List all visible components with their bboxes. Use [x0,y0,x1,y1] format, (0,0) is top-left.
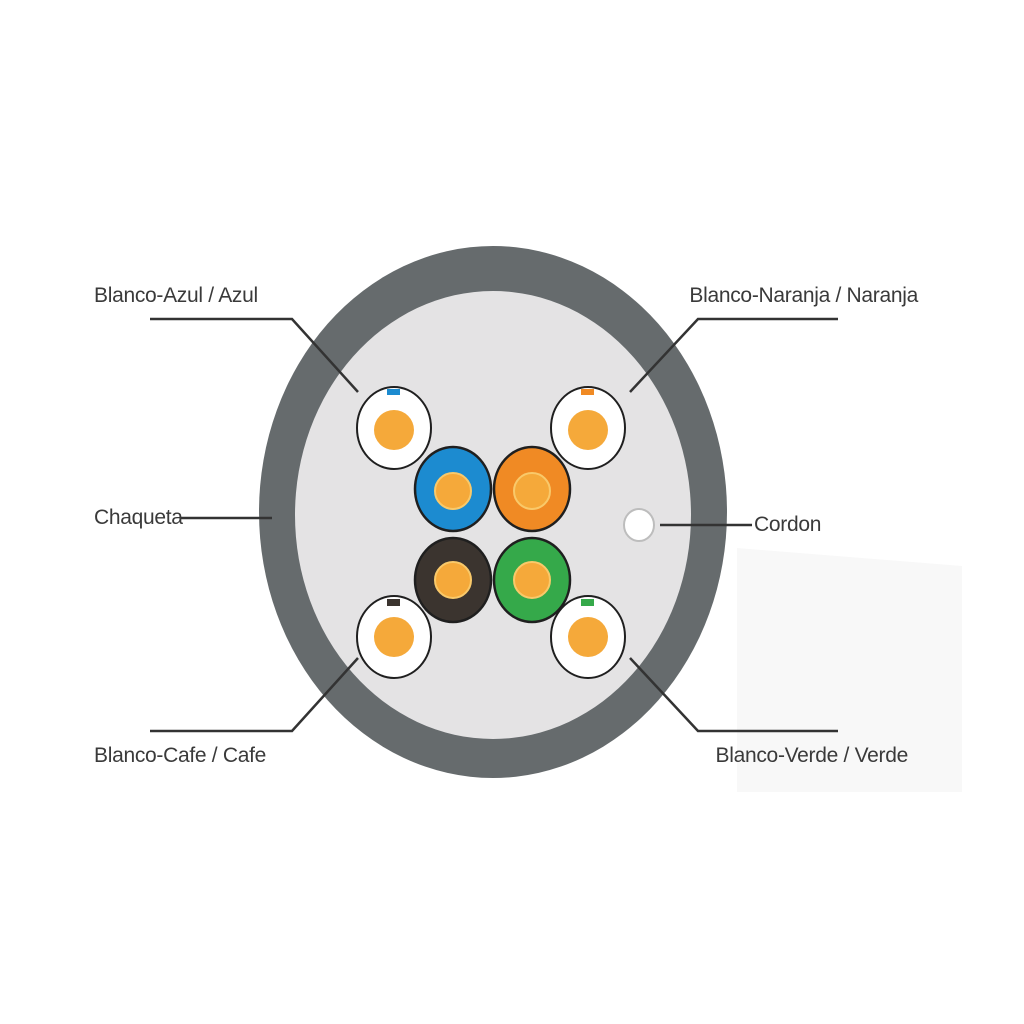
label-blue-pair: Blanco-Azul / Azul [94,284,258,307]
leader-line-brown-pair [150,657,359,733]
conductor-green [492,536,572,624]
conductor-brown [413,536,493,624]
label-green-pair: Blanco-Verde / Verde [716,744,908,767]
conductor-white-orange [550,386,626,470]
conductor-blue [413,445,493,533]
conductor-white-green [550,595,626,679]
leader-line-green-pair [629,657,838,733]
leader-line-blue-pair [150,317,359,393]
stripe-brown [387,599,400,606]
label-orange-pair: Blanco-Naranja / Naranja [689,284,918,307]
label-cord: Cordon [754,513,821,536]
leader-line-orange-pair [629,317,838,393]
stripe-blue [387,389,400,395]
rip-cord [623,508,655,542]
label-brown-pair: Blanco-Cafe / Cafe [94,744,266,767]
conductor-white-blue [356,386,432,470]
stripe-orange [581,389,594,395]
conductor-orange [492,445,572,533]
stripe-green [581,599,594,606]
conductor-white-brown [356,595,432,679]
label-jacket: Chaqueta [94,506,183,529]
